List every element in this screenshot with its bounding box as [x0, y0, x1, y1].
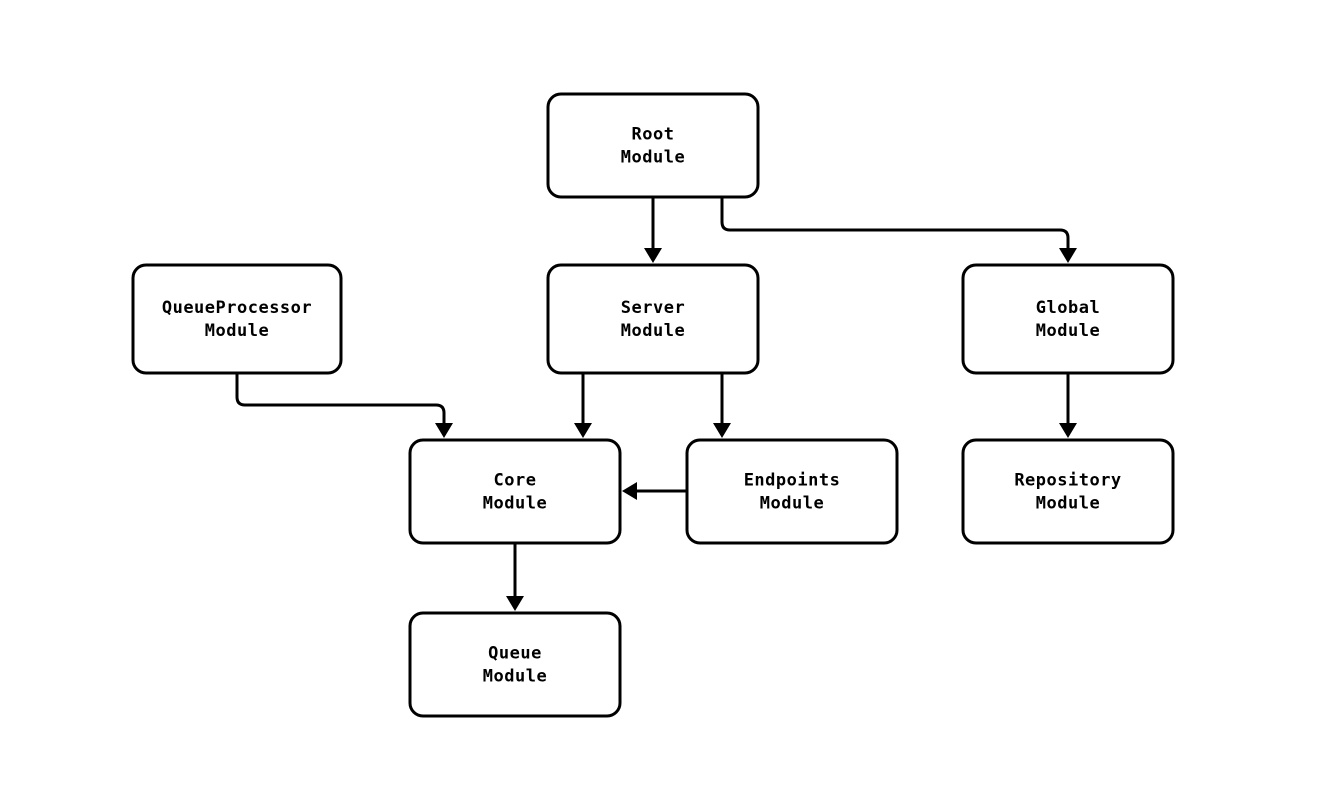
edge-queueprocessor-to-core [235, 373, 453, 438]
edge-root-to-server [644, 197, 662, 263]
root-module-node-line1: Root [632, 125, 675, 145]
queueprocessor-module-node-box[interactable] [131, 263, 343, 375]
edge-queueprocessor-to-core-arrowhead [435, 423, 453, 438]
root-module-node-box[interactable] [546, 92, 760, 199]
queue-module-node-box[interactable] [408, 611, 622, 718]
server-module-node-line1: Server [621, 298, 685, 318]
edge-core-to-queue-arrowhead [506, 596, 524, 611]
edge-server-to-core-arrowhead [574, 423, 592, 438]
endpoints-module-node-line2: Module [760, 494, 824, 514]
repository-module-node-box[interactable] [961, 438, 1175, 545]
server-module-node-box[interactable] [546, 263, 760, 375]
core-module-node-line1: Core [494, 471, 537, 491]
queue-module-node-line1: Queue [488, 644, 542, 664]
edge-root-to-server-arrowhead [644, 248, 662, 263]
core-module-node-line2: Module [483, 494, 547, 514]
edges-layer [235, 197, 1077, 611]
server-module-node-line2: Module [621, 321, 685, 341]
endpoints-module-node-box[interactable] [685, 438, 899, 545]
queueprocessor-module-node-line2: Module [205, 321, 269, 341]
global-module-node-line2: Module [1036, 321, 1100, 341]
edge-global-to-repository [1059, 373, 1077, 438]
edge-endpoints-to-core-arrowhead [622, 482, 637, 500]
global-module-node-line1: Global [1036, 298, 1100, 318]
edge-core-to-queue [506, 543, 524, 611]
queue-module-node-line2: Module [483, 667, 547, 687]
edge-root-to-global-arrowhead [1059, 248, 1077, 263]
endpoints-module-node-line1: Endpoints [744, 471, 841, 491]
edge-global-to-repository-arrowhead [1059, 423, 1077, 438]
repository-module-node-line2: Module [1036, 494, 1100, 514]
edge-queueprocessor-to-core-line [235, 373, 446, 433]
edge-root-to-global-line [720, 197, 1070, 258]
edge-server-to-endpoints [713, 373, 731, 438]
edge-server-to-core [574, 373, 592, 438]
nodes-layer: RootModuleQueueProcessorModuleServerModu… [131, 92, 1175, 718]
edge-server-to-endpoints-arrowhead [713, 423, 731, 438]
repository-module-node-line1: Repository [1014, 471, 1121, 491]
global-module-node-box[interactable] [961, 263, 1175, 375]
queueprocessor-module-node-line1: QueueProcessor [162, 298, 312, 318]
root-module-node-line2: Module [621, 148, 685, 168]
edge-endpoints-to-core [622, 482, 687, 500]
core-module-node-box[interactable] [408, 438, 622, 545]
edge-root-to-global [720, 197, 1077, 263]
